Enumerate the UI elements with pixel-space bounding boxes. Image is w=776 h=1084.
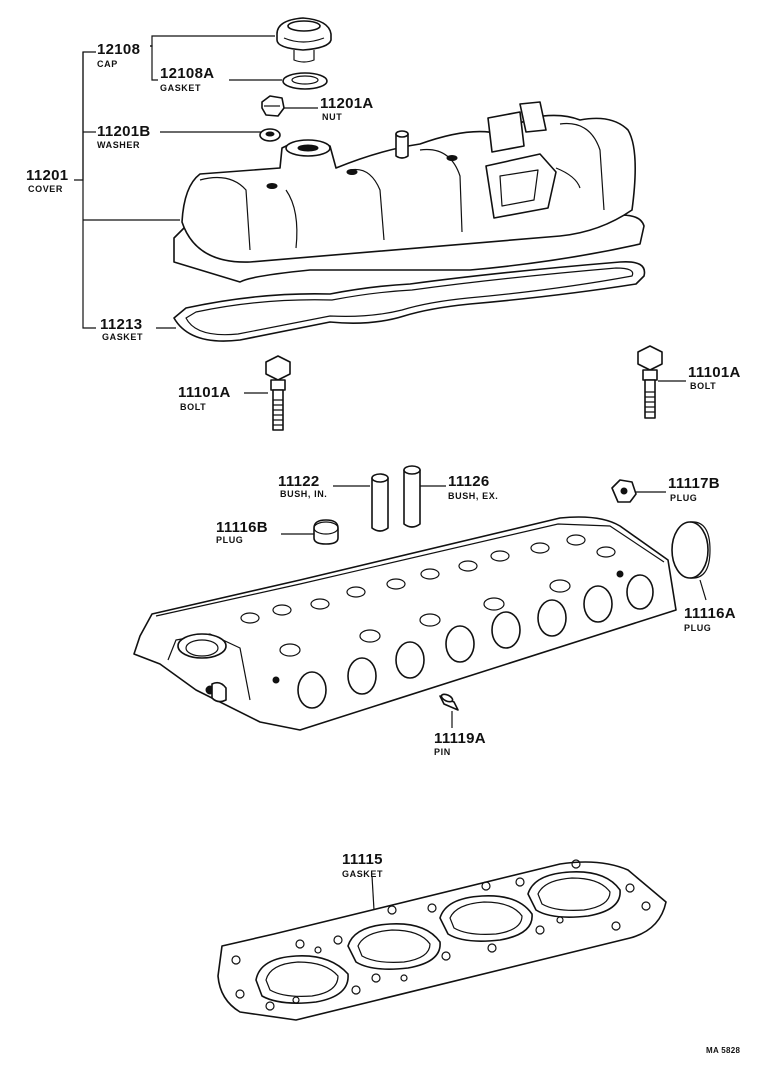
bush-in-part: [371, 473, 389, 532]
leader-lines: [74, 35, 707, 911]
part-number-head-gasket: 11115: [342, 851, 383, 868]
part-number-plug-b: 11117B: [668, 475, 720, 492]
part-name-plug-b: PLUG: [670, 493, 698, 503]
bolt-left-part: [265, 355, 291, 431]
part-name-plug-small: PLUG: [216, 535, 244, 545]
washer-part: [259, 128, 281, 142]
part-name-washer: WASHER: [97, 140, 141, 150]
bush-ex-part: [403, 465, 421, 528]
cap-part: [276, 17, 332, 63]
cap-gasket-part: [282, 72, 328, 90]
part-number-plug-small: 11116B: [216, 519, 268, 536]
part-number-bolt-right: 11101A: [688, 364, 741, 381]
pin-part: [439, 693, 459, 711]
plug-small-part: [313, 519, 339, 545]
valve-cover-part: [173, 101, 645, 283]
part-number-bush-in: 11122: [278, 473, 320, 490]
cylinder-head-part: [133, 516, 677, 731]
head-gasket-part: [217, 859, 667, 1021]
part-name-pin: PIN: [434, 747, 451, 757]
part-name-bolt-right: BOLT: [690, 381, 717, 391]
part-name-bolt-left: BOLT: [180, 402, 207, 412]
part-name-cap-gasket: GASKET: [160, 83, 202, 93]
part-name-cap: CAP: [97, 59, 118, 69]
illustration-code: MA 5828: [706, 1046, 741, 1055]
part-number-bush-ex: 11126: [448, 473, 490, 490]
part-name-bush-in: BUSH, IN.: [280, 489, 328, 499]
cover-gasket-part: [173, 260, 646, 342]
plug-large-part: [671, 521, 711, 579]
nut-part: [261, 95, 285, 117]
part-number-cover: 11201: [26, 167, 69, 184]
part-name-head-gasket: GASKET: [342, 869, 384, 879]
part-name-bush-ex: BUSH, EX.: [448, 491, 499, 501]
part-number-plug-large: 11116A: [684, 605, 736, 622]
part-number-nut: 11201A: [320, 95, 374, 112]
plug-b-part: [611, 479, 637, 503]
bolt-right-part: [637, 345, 663, 419]
part-name-cover-gasket: GASKET: [102, 332, 144, 342]
part-number-pin: 11119A: [434, 730, 486, 747]
part-name-nut: NUT: [322, 112, 343, 122]
part-number-cover-gasket: 11213: [100, 316, 143, 333]
part-number-bolt-left: 11101A: [178, 384, 231, 401]
part-number-cap-gasket: 12108A: [160, 65, 215, 82]
part-name-plug-large: PLUG: [684, 623, 712, 633]
part-name-cover: COVER: [28, 184, 64, 194]
part-number-washer: 11201B: [97, 123, 151, 140]
part-number-cap: 12108: [97, 41, 141, 58]
